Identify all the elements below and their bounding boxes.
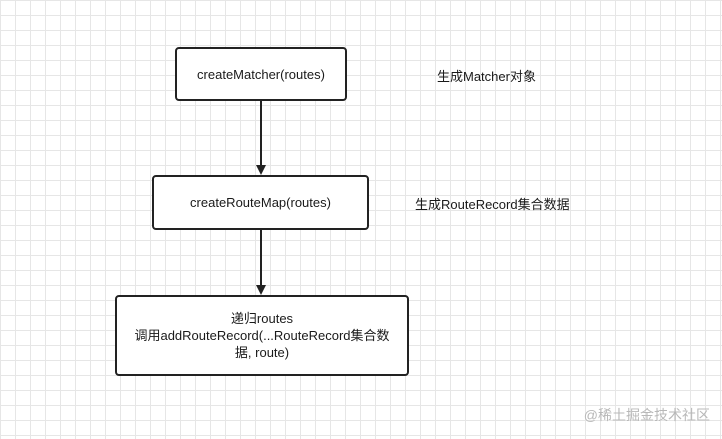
node-add-route-record[interactable]: 递归routes 调用addRouteRecord(...RouteRecord… — [115, 295, 409, 376]
arrowhead-icon — [256, 285, 266, 295]
annotation-matcher: 生成Matcher对象 — [437, 69, 536, 84]
node-label: createRouteMap(routes) — [190, 195, 331, 210]
arrowhead-icon — [256, 165, 266, 175]
node-label-line-2: 调用addRouteRecord(...RouteRecord集合数 — [134, 328, 390, 343]
arrow-1 — [256, 101, 266, 175]
node-label-line-1: 递归routes — [230, 311, 294, 326]
watermark: @稀土掘金技术社区 — [583, 407, 710, 423]
node-create-route-map[interactable]: createRouteMap(routes) — [152, 175, 369, 230]
annotation-route-record: 生成RouteRecord集合数据 — [415, 197, 570, 212]
node-label: createMatcher(routes) — [197, 66, 325, 82]
arrow-2 — [256, 230, 266, 295]
node-label-line-3: 据, route) — [234, 345, 290, 360]
node-create-matcher[interactable]: createMatcher(routes) — [175, 47, 347, 101]
